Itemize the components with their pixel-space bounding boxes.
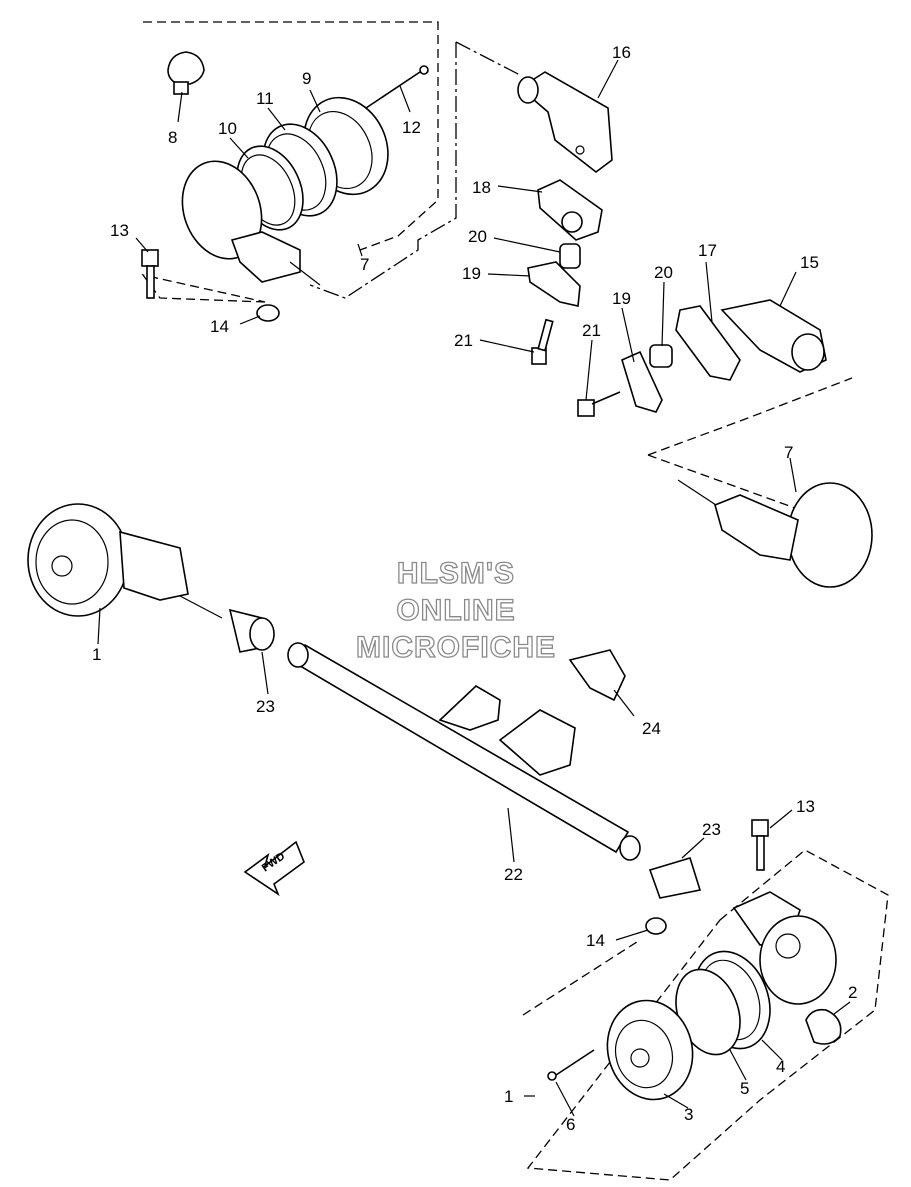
callout-labels: 8 9 11 10 12 13 14 7 16 18 20 19 21 15 1… (92, 43, 857, 1134)
callout-12: 12 (402, 118, 421, 137)
callout-21-left: 21 (454, 331, 473, 350)
leader-lines (97, 59, 851, 1117)
callout-16: 16 (612, 43, 631, 62)
stay-tube-part-22 (287, 642, 641, 861)
callout-7-top: 7 (360, 255, 369, 274)
callout-23-left: 23 (256, 697, 275, 716)
callout-5: 5 (740, 1079, 749, 1098)
screw-part-12 (365, 65, 429, 109)
collar-part-20-left (559, 243, 581, 269)
callout-2: 2 (848, 983, 857, 1002)
turn-signal-part-1-left (27, 503, 223, 619)
bolt-part-13-bottom (751, 819, 769, 871)
plate-part-17 (675, 305, 741, 381)
callout-24: 24 (642, 719, 661, 738)
assembly-outline-bottom-right (522, 849, 889, 1181)
callout-15: 15 (800, 253, 819, 272)
assembly-outline-right (647, 377, 853, 509)
housing-part-7-top (181, 160, 321, 286)
callout-10: 10 (218, 119, 237, 138)
plate-part-19-right (621, 350, 663, 413)
plate-part-19-left (527, 261, 581, 307)
callout-13-bottom: 13 (796, 797, 815, 816)
bulb-part-8 (167, 51, 205, 95)
callout-13-top: 13 (110, 221, 129, 240)
callout-22: 22 (504, 865, 523, 884)
callout-21-right: 21 (582, 321, 601, 340)
watermark-line-3: MICROFICHE (356, 631, 556, 664)
plate-part-18 (537, 179, 603, 241)
callout-20-right: 20 (654, 263, 673, 282)
callout-14-top: 14 (210, 317, 229, 336)
callout-18: 18 (472, 178, 491, 197)
callout-8: 8 (168, 128, 177, 147)
nut-part-14-top (256, 304, 280, 322)
callout-23-right: 23 (702, 820, 721, 839)
watermark: HLSM'S ONLINE MICROFICHE (355, 556, 556, 664)
callout-17: 17 (698, 241, 717, 260)
stay-part-16 (517, 71, 613, 174)
callout-20-left: 20 (468, 227, 487, 246)
callout-1-left: 1 (92, 645, 101, 664)
callout-1-right: 1 (504, 1087, 513, 1106)
watermark-line-1: HLSM'S (397, 557, 515, 590)
bolt-part-13-top (141, 249, 159, 299)
nut-part-14-bottom (645, 917, 667, 935)
callout-19-right: 19 (612, 289, 631, 308)
damper-part-23-right (648, 857, 702, 899)
housing-part-7-right (677, 479, 873, 588)
callout-14-bottom: 14 (586, 931, 605, 950)
callout-3: 3 (684, 1105, 693, 1124)
leader-7-top (309, 41, 521, 299)
callout-6: 6 (566, 1115, 575, 1134)
callout-19-left: 19 (462, 264, 481, 283)
clamp-part-24 (568, 649, 626, 702)
callout-7-right: 7 (784, 443, 793, 462)
housing-part-1-right (732, 891, 837, 1005)
forward-direction-arrow: FWD (243, 840, 305, 897)
callout-4: 4 (776, 1057, 785, 1076)
collar-part-20-right (649, 344, 673, 368)
bolt-part-21-left (531, 318, 554, 365)
callout-11: 11 (256, 89, 274, 108)
lens-part-3 (606, 999, 694, 1101)
callout-9: 9 (302, 69, 311, 88)
bolt-part-21-right (577, 391, 621, 417)
stay-part-15 (720, 299, 827, 373)
watermark-line-2: ONLINE (396, 594, 515, 627)
screw-part-6 (547, 1049, 595, 1081)
bulb-part-2 (805, 1008, 842, 1045)
damper-part-23-left (228, 608, 275, 653)
